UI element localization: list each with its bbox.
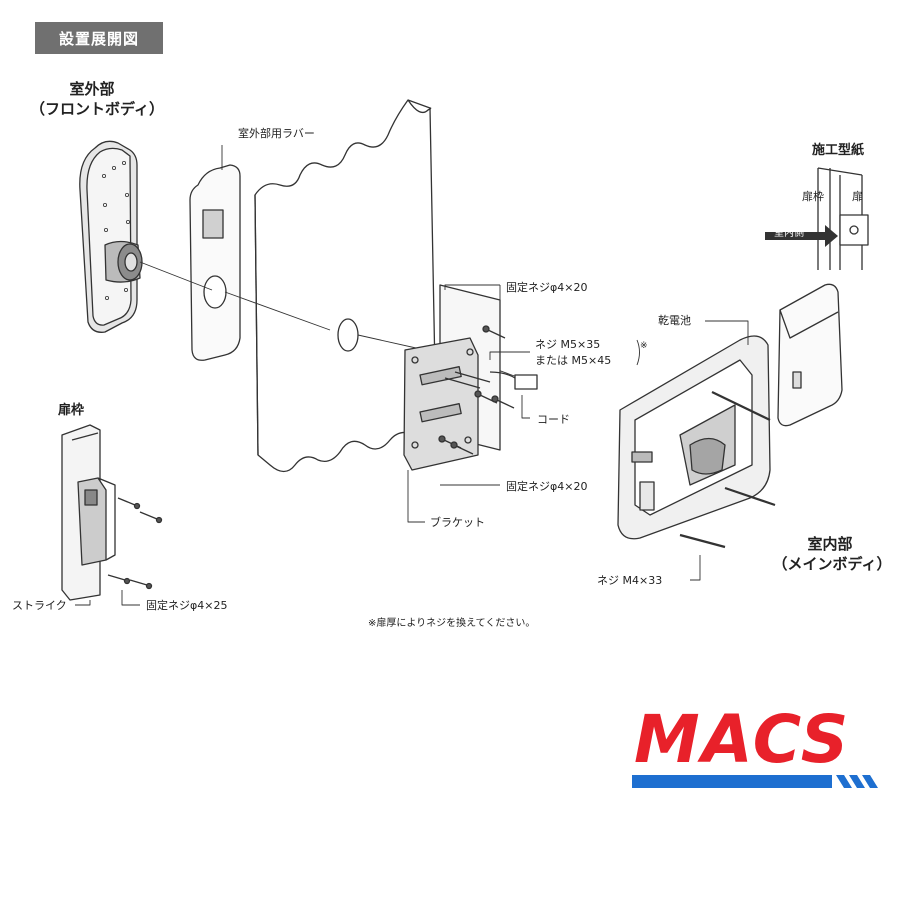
strike-screws bbox=[107, 497, 163, 590]
bracket-screws bbox=[438, 325, 515, 455]
installation-template bbox=[817, 167, 869, 270]
strike-screw-label: 固定ネジφ4×25 bbox=[146, 599, 228, 612]
logo-text: MACS bbox=[634, 701, 850, 778]
indoor-unit-label: 室内部 bbox=[807, 535, 853, 553]
screw-top-label: 固定ネジφ4×20 bbox=[506, 281, 588, 294]
door-frame-strike bbox=[61, 424, 116, 601]
strike-label: ストライク bbox=[12, 599, 67, 612]
outdoor-rubber-label: 室外部用ラバー bbox=[238, 127, 315, 140]
template-frame-label: 扉枠 bbox=[802, 190, 824, 203]
leader-lines bbox=[75, 145, 749, 606]
screw-bottom-label: 固定ネジφ4×20 bbox=[506, 480, 588, 493]
cord-label: コード bbox=[537, 413, 570, 426]
logo-stripe bbox=[632, 775, 878, 788]
macs-logo: MACS bbox=[632, 701, 878, 788]
template-indoor-side-label: 室内側 bbox=[774, 228, 804, 239]
door-frame-label: 扉枠 bbox=[58, 403, 85, 418]
footnote: ※扉厚によりネジを換えてください。 bbox=[368, 618, 536, 629]
battery-label: 乾電池 bbox=[658, 314, 691, 327]
outdoor-unit-sublabel: （フロントボディ） bbox=[30, 100, 164, 118]
screw-m5-label-1: ネジ M5×35 bbox=[535, 338, 601, 351]
outdoor-front-body bbox=[79, 140, 143, 333]
screw-m5-label-2: または M5×45 bbox=[535, 354, 612, 367]
battery-cover bbox=[777, 283, 843, 427]
template-title-label: 施工型紙 bbox=[812, 143, 865, 158]
template-door-label: 扉 bbox=[852, 190, 863, 203]
screw-m5-note-mark: ※ bbox=[640, 341, 648, 351]
door-panel bbox=[254, 99, 437, 473]
indoor-main-body bbox=[617, 335, 776, 549]
outdoor-unit-label: 室外部 bbox=[69, 80, 115, 98]
page-title: 設置展開図 bbox=[35, 22, 163, 54]
outdoor-rubber-gasket bbox=[189, 164, 241, 361]
screw-m4-label: ネジ M4×33 bbox=[597, 574, 663, 587]
bracket-label: ブラケット bbox=[430, 516, 485, 529]
indoor-side-arrow bbox=[765, 225, 838, 247]
cord-connector bbox=[489, 371, 538, 390]
indoor-unit-sublabel: （メインボディ） bbox=[772, 555, 892, 573]
